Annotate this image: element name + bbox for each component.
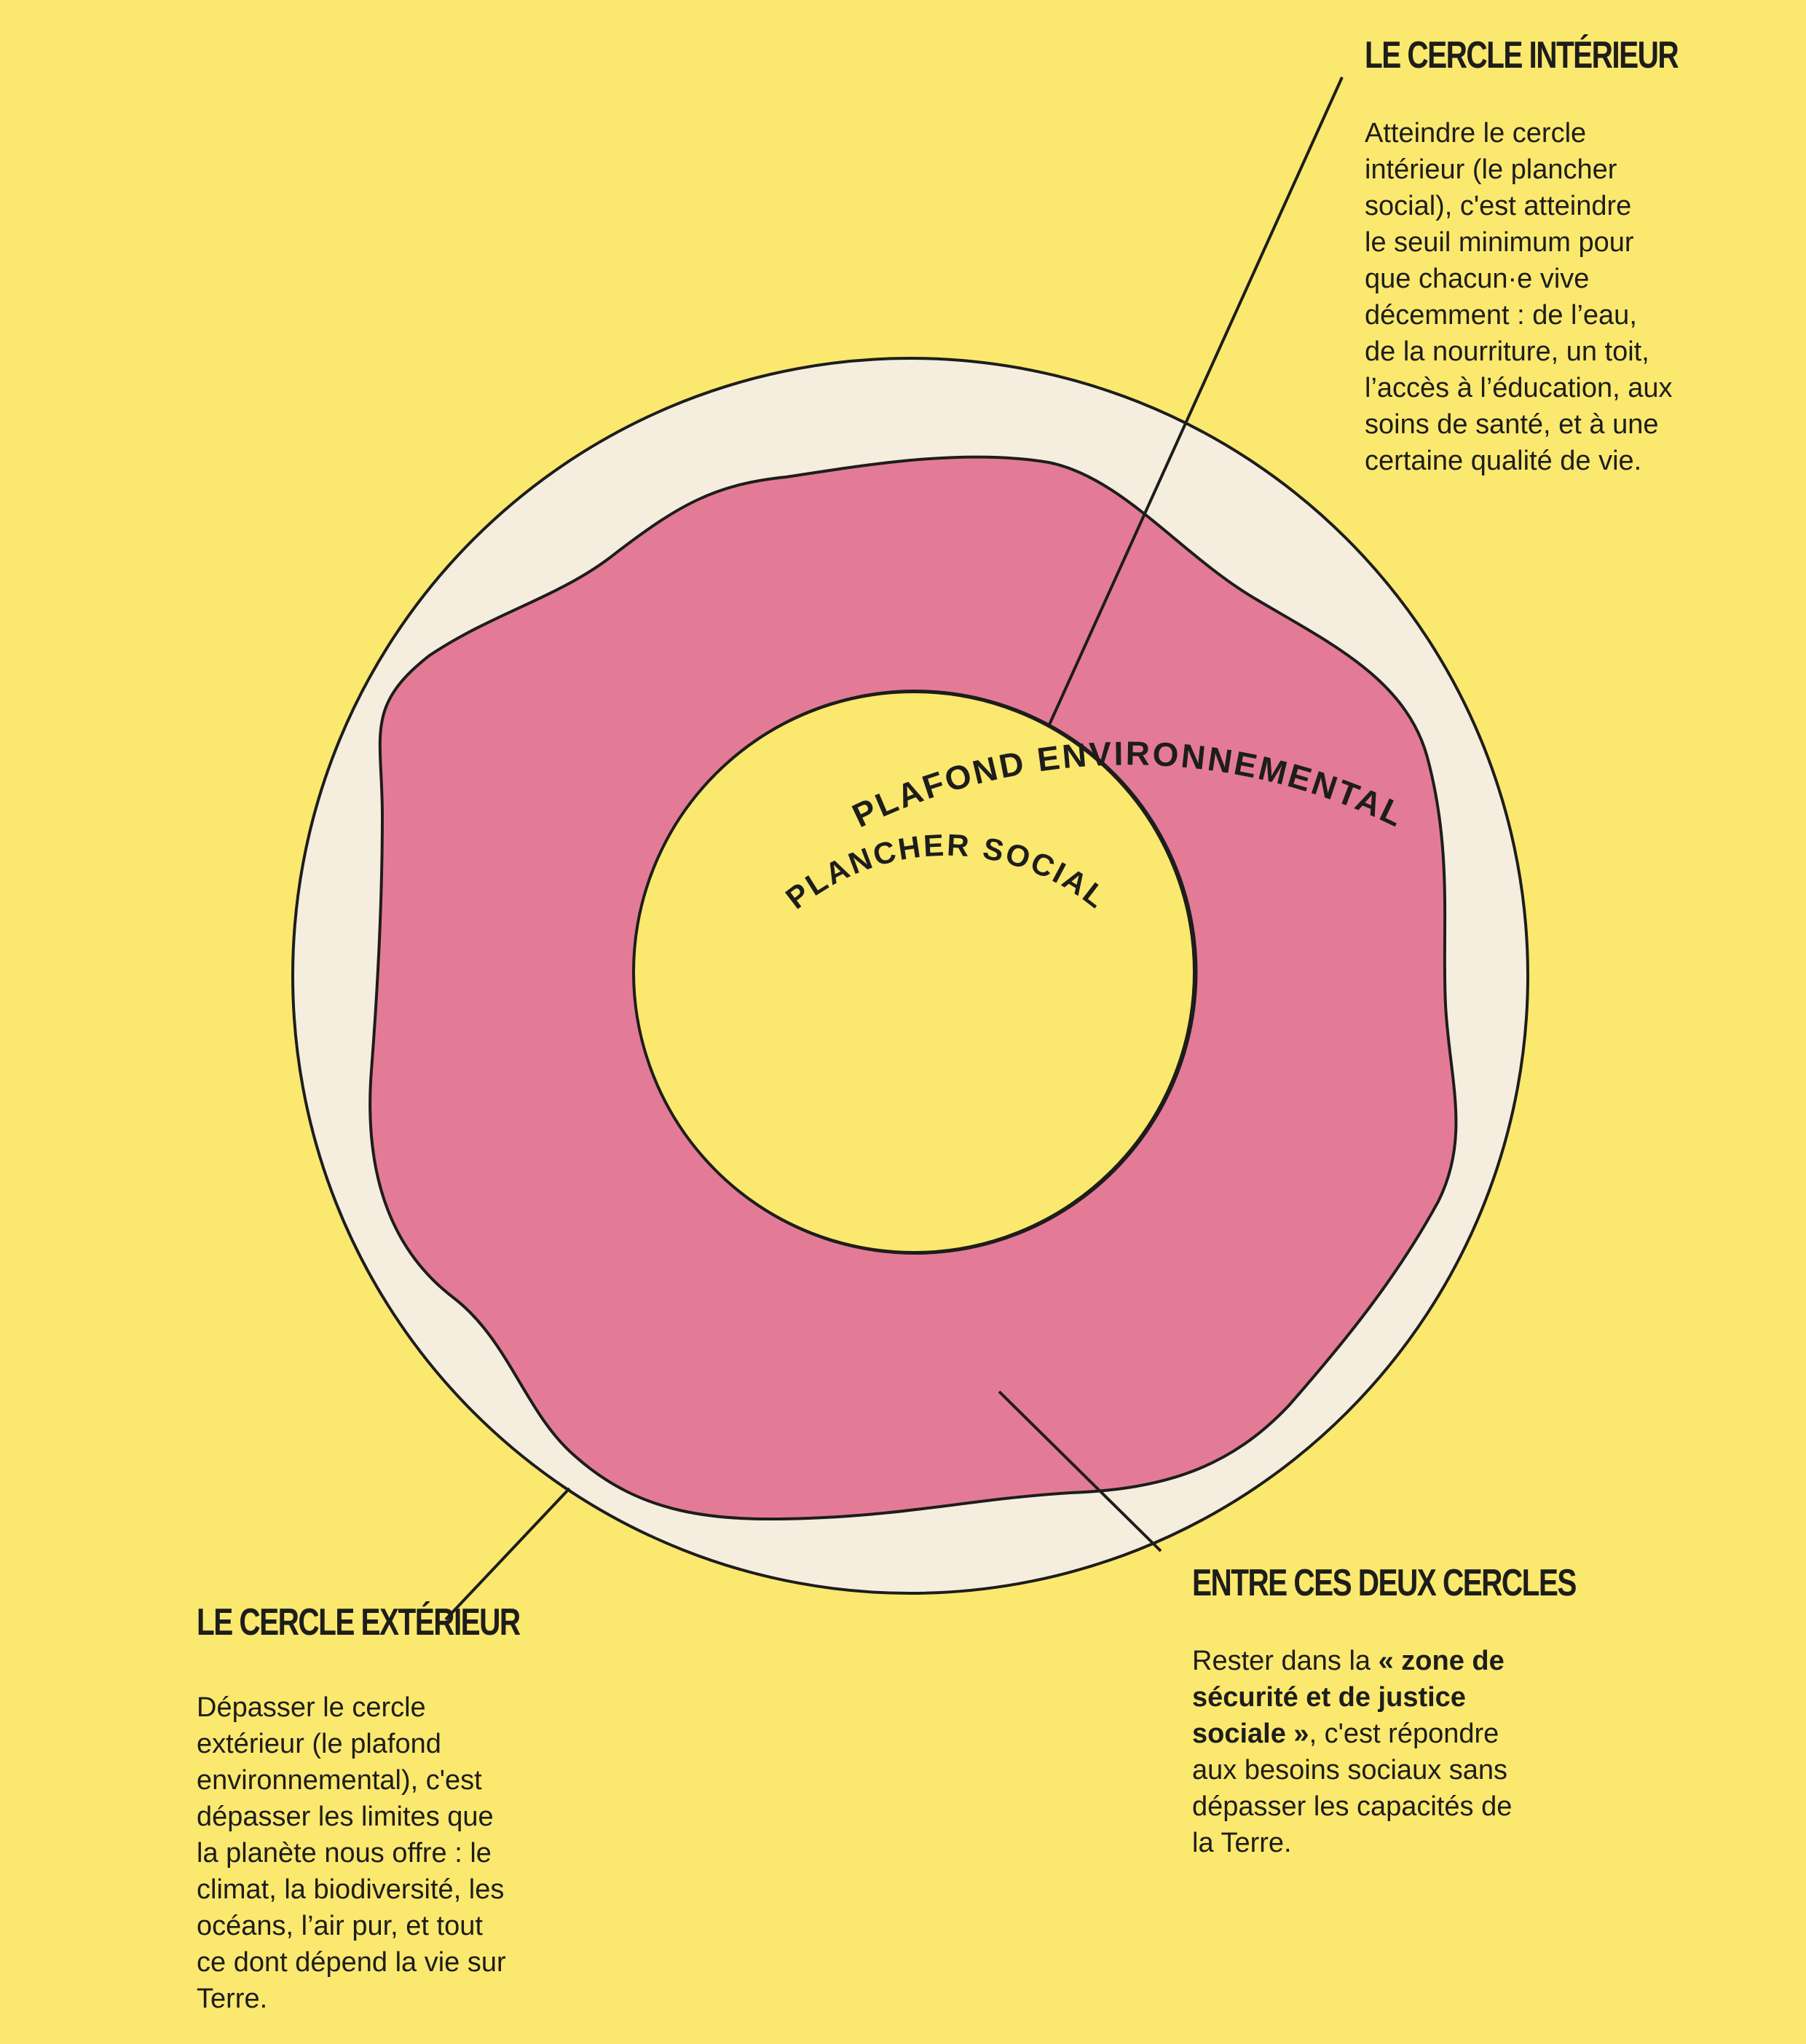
inner-circle-description: Atteindre le cercle intérieur (le planch… [1365,118,1673,476]
leader-line-inner [1048,76,1344,725]
leader-line-outer [444,1487,571,1621]
between-circles-description: Rester dans la « zone de sécurité et de … [1192,1643,1571,1861]
outer-circle-description: Dépasser le cercle extérieur (le plafond… [197,1692,506,2014]
outer-circle-callout: LE CERCLE EXTÉRIEUR Dépasser le cercle e… [197,1603,590,2017]
between-text-bold: « zone de sécurité et de justice sociale… [1192,1646,1505,1749]
between-circles-callout: ENTRE CES DEUX CERCLES Rester dans la « … [1192,1562,1577,1861]
inner-circle [632,690,1196,1254]
between-text-before: Rester dans la [1192,1646,1379,1676]
inner-circle-callout: LE CERCLE INTÉRIEUR Atteindre le cercle … [1365,36,1773,479]
outer-circle-heading: LE CERCLE EXTÉRIEUR [197,1601,521,1644]
leader-line-between [998,1390,1162,1552]
inner-circle-heading: LE CERCLE INTÉRIEUR [1365,34,1679,76]
between-circles-heading: ENTRE CES DEUX CERCLES [1192,1562,1577,1604]
between-text-after: , c'est répondre aux besoins sociaux san… [1192,1719,1513,1858]
